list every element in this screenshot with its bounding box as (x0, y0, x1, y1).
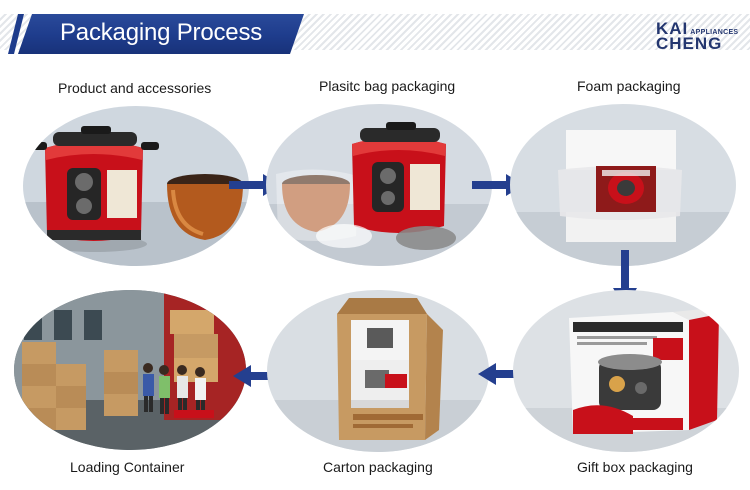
photo-loading-container (14, 290, 246, 450)
logo-cheng: CHENG (656, 34, 723, 53)
caption-gift-box: Gift box packaging (577, 459, 693, 475)
caption-foam: Foam packaging (577, 78, 681, 94)
logo-appliances: APPLIANCES (690, 29, 739, 36)
photo-carton (267, 290, 489, 452)
page-title: Packaging Process (60, 19, 263, 46)
photo-product-accessories (23, 106, 249, 266)
photo-plastic-bag (266, 104, 492, 266)
photo-gift-box (513, 290, 739, 452)
caption-plastic-bag: Plasitc bag packaging (319, 78, 456, 94)
arrow-left-icon (233, 365, 291, 387)
caption-loading-container: Loading Container (70, 459, 185, 475)
logo-kai: KAI (656, 19, 689, 38)
photo-foam (510, 104, 736, 266)
caption-carton: Carton packaging (323, 459, 433, 475)
title-tab (18, 14, 304, 54)
caption-product-accessories: Product and accessories (58, 80, 212, 96)
arrow-left-icon (478, 363, 534, 385)
